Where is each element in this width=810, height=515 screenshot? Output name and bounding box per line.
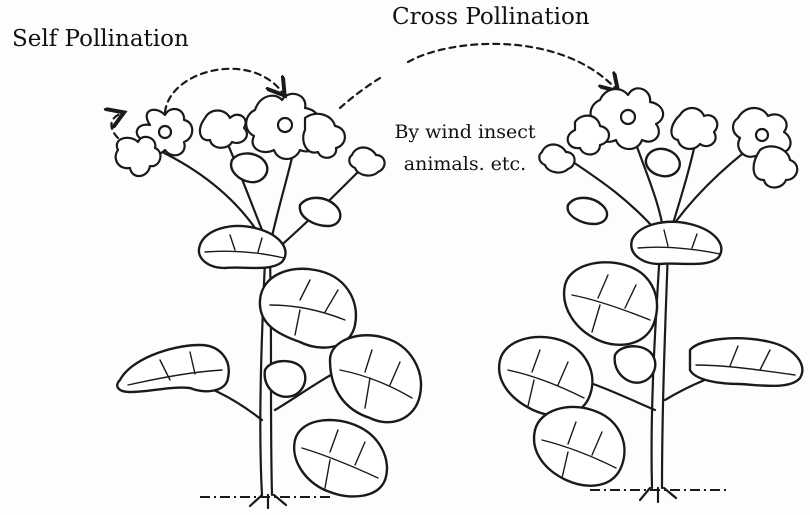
right-flower-3	[733, 108, 797, 188]
self-pollination-arrow-small	[111, 114, 120, 138]
right-leaf-bud	[646, 149, 680, 176]
agents-label-line-1: By wind insect	[380, 116, 550, 148]
right-leaf-upper	[631, 222, 721, 264]
left-small-leaf	[265, 361, 306, 397]
right-leaf-bottom	[534, 407, 624, 486]
left-leaf-right	[330, 335, 421, 422]
right-flower-1	[568, 88, 663, 154]
left-flower-3	[246, 94, 345, 159]
cross-pollination-arrow	[408, 44, 615, 88]
left-flower-1	[116, 109, 193, 176]
right-leaf-branch	[568, 198, 607, 224]
right-leaf-upper-left	[564, 262, 657, 344]
left-plant	[116, 94, 421, 508]
left-flower-2	[200, 111, 247, 148]
right-leaf-lower-right	[690, 338, 802, 386]
agents-label-line-2: animals. etc.	[380, 148, 550, 180]
left-leaf-bottom	[294, 420, 387, 496]
right-small-leaf	[615, 346, 656, 382]
pollination-agents-label: By wind insect animals. etc.	[380, 116, 550, 180]
cross-pollination-label: Cross Pollination	[392, 4, 590, 30]
right-leaf-left	[499, 337, 592, 416]
right-flower-2	[671, 108, 717, 149]
cross-pollination-arrow-left	[340, 78, 380, 108]
left-leaf-bud	[231, 153, 267, 182]
left-leaf-lower-left	[117, 345, 229, 392]
self-pollination-label: Self Pollination	[12, 26, 189, 52]
